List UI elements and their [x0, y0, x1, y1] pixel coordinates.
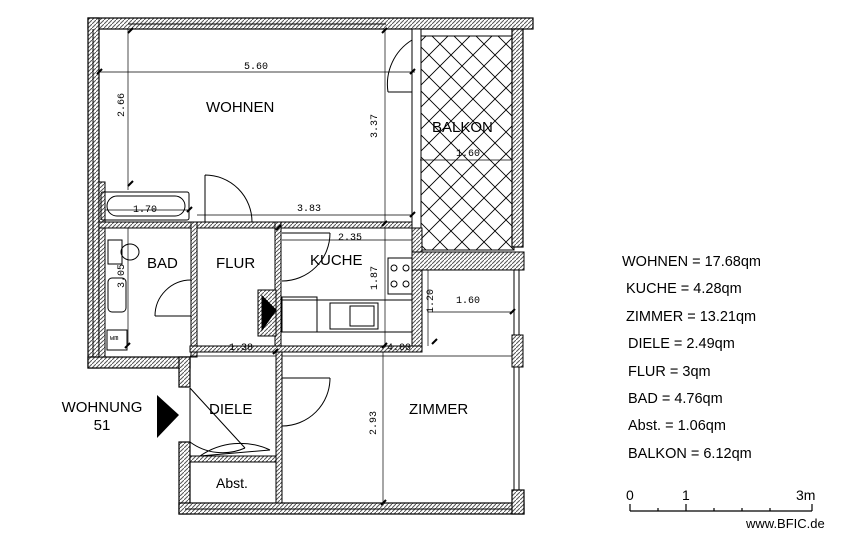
- window-lines: [92, 23, 520, 510]
- entrance-label-line2: 51: [93, 417, 111, 434]
- dim-flur-top: 3.83: [297, 204, 321, 215]
- entrance-label: WOHNUNG 51: [52, 399, 152, 435]
- legend-item-kuche: KUCHE = 4.28qm: [626, 281, 742, 298]
- scale-bar: [629, 504, 813, 512]
- scale-label-3m: 3m: [796, 487, 815, 503]
- legend-item-balkon: BALKON = 6.12qm: [628, 445, 752, 462]
- room-label-bad: BAD: [147, 255, 178, 272]
- dimension-lines: [99, 29, 512, 503]
- room-label-zimmer: ZIMMER: [409, 401, 468, 418]
- dim-wohnen-left: 2.66: [117, 93, 128, 117]
- room-label-diele: DIELE: [209, 401, 252, 418]
- dim-corridor-height: 1.20: [426, 289, 437, 313]
- entrance-label-line1: WOHNUNG: [61, 399, 143, 416]
- scale-label-1: 1: [682, 487, 690, 503]
- entrance-arrow-icon: [157, 395, 179, 438]
- balcony: [411, 28, 524, 280]
- dim-bad-height: 3.05: [117, 264, 128, 288]
- dimension-ticks: [96, 27, 516, 506]
- dim-kuche-top: 2.35: [338, 233, 362, 244]
- legend-item-bad: BAD = 4.76qm: [628, 390, 723, 407]
- kitchen-fixtures: [257, 257, 413, 337]
- legend-item-flur: FLUR = 3qm: [628, 363, 711, 380]
- dim-diele-top: 1.38: [229, 343, 253, 354]
- legend-item-diele: DIELE = 2.49qm: [628, 336, 735, 353]
- dim-wohnen-right: 3.37: [370, 114, 381, 138]
- dim-wohnen-width: 5.60: [244, 62, 268, 73]
- dim-balkon-width: 1.60: [456, 149, 480, 160]
- dim-zimmer-height: 2.93: [369, 411, 380, 435]
- dim-zimmer-top: 4.00: [387, 343, 411, 354]
- dim-bathtub: 1.70: [133, 205, 157, 216]
- area-legend: WOHNEN = 17.68qm KUCHE = 4.28qm ZIMMER =…: [622, 252, 761, 471]
- room-label-flur: FLUR: [216, 255, 255, 272]
- wm-label: wm: [110, 335, 118, 343]
- doors: [154, 39, 413, 457]
- bathroom-fixtures: [100, 191, 190, 351]
- room-label-kuche: KUCHE: [310, 252, 363, 269]
- scale-label-0: 0: [626, 487, 634, 503]
- interior-walls: [98, 181, 525, 504]
- legend-item-wohnen: WOHNEN = 17.68qm: [622, 254, 762, 270]
- room-label-wohnen: WOHNEN: [206, 99, 274, 116]
- legend-item-abst: Abst. = 1.06qm: [628, 418, 726, 435]
- legend-item-zimmer: ZIMMER = 13.21qm: [626, 308, 757, 325]
- source-watermark: www.BFIC.de: [746, 516, 825, 531]
- dim-kuche-height: 1.87: [370, 266, 381, 290]
- room-label-balkon: BALKON: [432, 119, 493, 136]
- room-label-abst: Abst.: [216, 475, 248, 491]
- dim-corridor-width: 1.60: [456, 296, 480, 307]
